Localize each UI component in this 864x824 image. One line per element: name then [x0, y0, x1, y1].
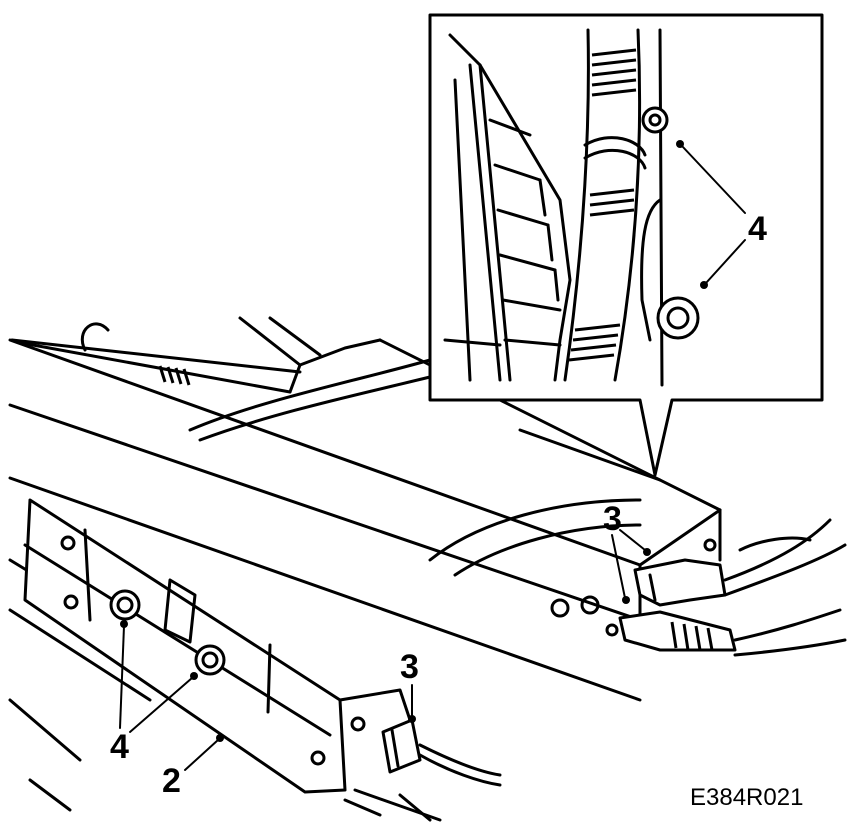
- connector-bottom: [381, 718, 502, 787]
- callout-2: 2: [162, 762, 181, 800]
- callout-4-inset: 4: [748, 210, 767, 248]
- connector-right: [550, 518, 847, 657]
- figure-code: E384R021: [690, 784, 803, 811]
- callout-3-right: 3: [603, 500, 622, 538]
- background-harness: [10, 316, 382, 394]
- main-rail: [8, 338, 722, 822]
- callout-3-bottom: 3: [400, 648, 419, 686]
- leader-lines-main: [119, 529, 651, 771]
- inset-detail: [428, 13, 824, 477]
- mounting-bracket: [23, 498, 412, 794]
- bolt-upper: [109, 589, 141, 621]
- callout-4-main: 4: [110, 728, 129, 766]
- bolt-lower: [194, 644, 226, 676]
